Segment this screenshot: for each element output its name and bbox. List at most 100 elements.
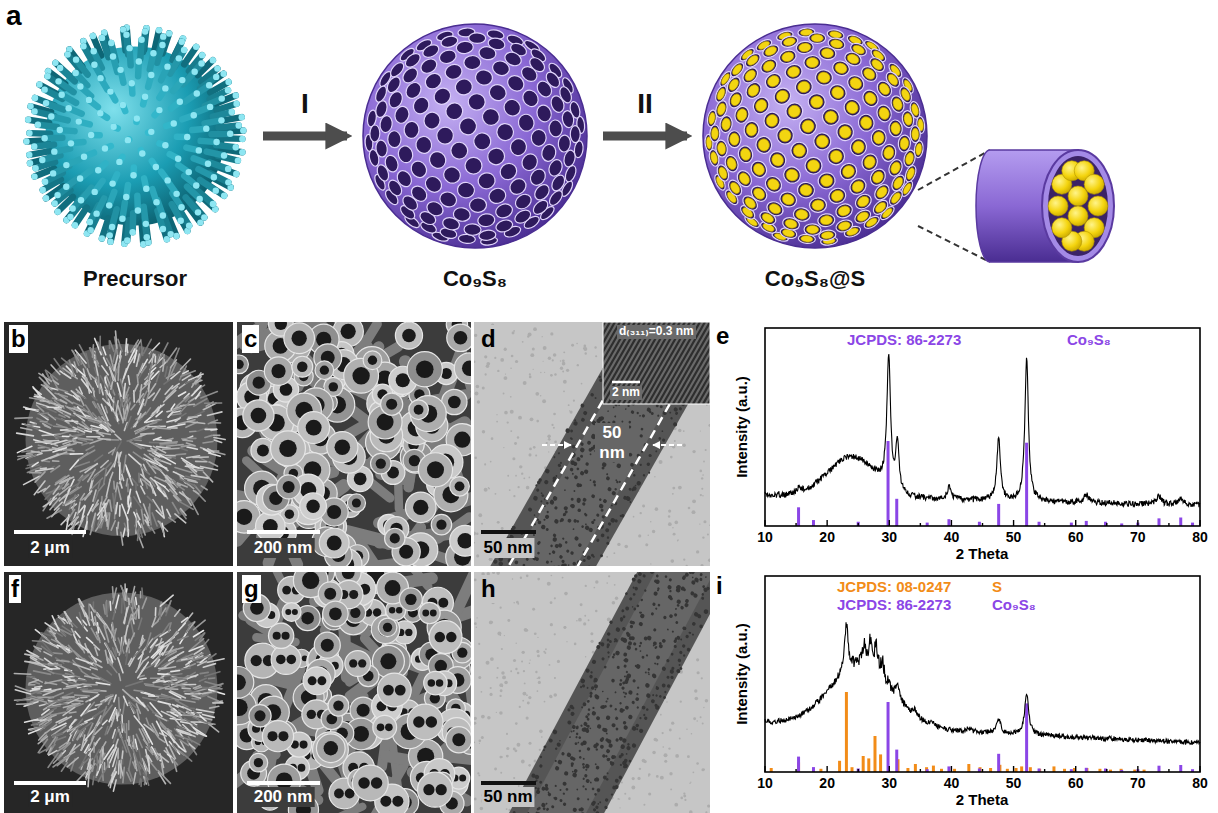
tube-grain <box>600 508 604 512</box>
nanorod <box>175 468 192 473</box>
nanorod <box>120 379 123 391</box>
background-grain <box>477 400 480 403</box>
nanorod <box>149 351 151 357</box>
nanorod <box>79 439 87 441</box>
tube-grain <box>540 492 542 494</box>
background-grain <box>562 359 565 362</box>
background-grain <box>491 437 494 440</box>
tube-grain <box>606 541 610 545</box>
nanorod <box>160 522 165 535</box>
nanorod <box>134 422 138 427</box>
nanorod <box>141 433 154 435</box>
background-grain <box>552 359 554 361</box>
nanorod <box>134 350 137 362</box>
nanorod <box>190 430 196 432</box>
background-grain <box>515 475 517 477</box>
tube-grain <box>537 542 541 546</box>
nanorod <box>116 401 119 416</box>
background-grain <box>488 488 490 490</box>
nanorod <box>88 504 93 515</box>
background-grain <box>577 364 579 366</box>
background-grain <box>642 504 645 507</box>
tube-grain <box>594 484 597 487</box>
nanorod <box>82 494 90 500</box>
nanotube-end <box>315 361 334 380</box>
background-grain <box>570 411 573 414</box>
background-grain <box>613 552 615 554</box>
background-grain <box>540 395 541 396</box>
nanorod <box>205 429 216 431</box>
nanorod <box>114 493 116 508</box>
background-grain <box>638 534 641 537</box>
nanorod <box>168 424 185 427</box>
background-grain <box>521 472 523 474</box>
nanorod <box>98 480 100 488</box>
tube-hole <box>283 481 295 493</box>
tube-grain <box>669 411 672 414</box>
tube-grain <box>619 514 622 517</box>
tube-wall <box>407 352 442 387</box>
nanorod <box>39 373 51 381</box>
background-grain <box>668 522 672 526</box>
nanorod <box>66 420 78 422</box>
background-grain <box>692 510 696 514</box>
nanorod <box>106 480 110 497</box>
background-grain <box>501 527 504 530</box>
nanorod <box>74 362 77 372</box>
nanorod <box>114 355 118 370</box>
background-grain <box>550 374 553 377</box>
tube-grain <box>552 533 557 538</box>
nanorod <box>82 506 85 518</box>
nanorod <box>52 508 59 516</box>
nanotube-end <box>277 475 301 499</box>
tube-grain <box>633 474 636 477</box>
tube-grain <box>602 498 607 503</box>
tube-zoom <box>918 150 1114 262</box>
nanotube-end <box>454 353 471 384</box>
nanorod <box>32 462 38 466</box>
tube-grain <box>576 482 581 487</box>
background-grain <box>692 499 696 503</box>
nanorod <box>205 435 212 437</box>
nanorod <box>196 461 207 463</box>
background-grain <box>509 489 511 491</box>
tube-grain <box>563 563 568 566</box>
background-grain <box>560 367 563 370</box>
tube-grain <box>586 440 591 445</box>
tube-grain <box>616 463 622 469</box>
nanorod <box>98 503 106 515</box>
background-grain <box>701 477 703 479</box>
nanorod <box>179 392 186 396</box>
background-grain <box>673 533 676 536</box>
tube-hole <box>455 481 465 491</box>
nanorod <box>166 455 176 457</box>
tube-wall <box>450 525 471 556</box>
nanorod <box>103 347 106 355</box>
tube-hole <box>251 408 267 424</box>
tube-grain <box>576 456 581 461</box>
nanorod <box>118 405 123 421</box>
tube-grain <box>525 557 529 561</box>
nanorod <box>127 346 128 352</box>
background-grain <box>482 387 485 390</box>
background-grain <box>678 486 682 490</box>
tube-grain <box>612 406 614 408</box>
tube-hole <box>271 364 285 378</box>
background-grain <box>668 509 671 512</box>
nanorod <box>39 377 50 389</box>
nanorod <box>171 414 181 415</box>
nanotube-end <box>363 351 382 370</box>
tube-grain <box>535 484 538 487</box>
tube-grain <box>553 518 559 524</box>
tube-grain <box>636 411 639 414</box>
tube-grain <box>655 450 658 453</box>
background-grain <box>529 477 531 479</box>
nanorod <box>60 477 74 484</box>
background-grain <box>528 332 532 336</box>
nanorod <box>147 517 148 525</box>
nanorod <box>22 451 31 452</box>
nanotube-end <box>319 528 349 558</box>
tube-wall <box>237 355 248 374</box>
nanorod <box>181 509 186 516</box>
nanorod <box>173 472 183 477</box>
